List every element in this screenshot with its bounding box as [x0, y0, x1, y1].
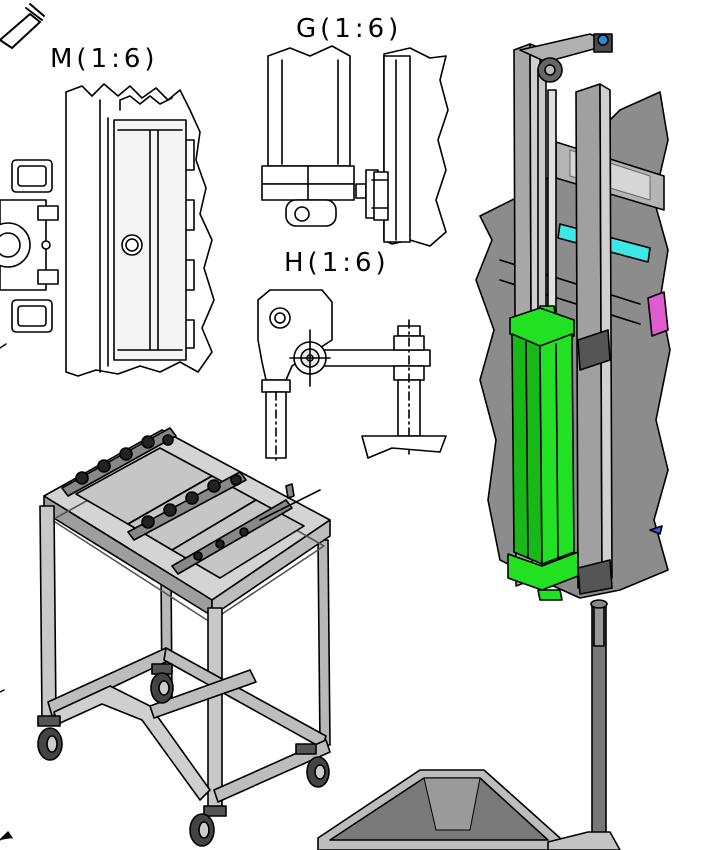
- storage-bins: [317, 769, 621, 850]
- view-label-m: M(1:6): [50, 44, 159, 74]
- detail-view-h: [257, 289, 447, 463]
- view-label-h: H(1:6): [284, 248, 390, 278]
- view-label-g: G(1:6): [296, 14, 403, 44]
- edge-marks: [0, 343, 13, 841]
- frame-cart: [37, 427, 331, 847]
- section-view-arrow-icon: [0, 3, 45, 49]
- detail-view-g: [261, 45, 449, 247]
- cylinder-assembly: [475, 33, 671, 850]
- detail-view-m: [0, 83, 215, 377]
